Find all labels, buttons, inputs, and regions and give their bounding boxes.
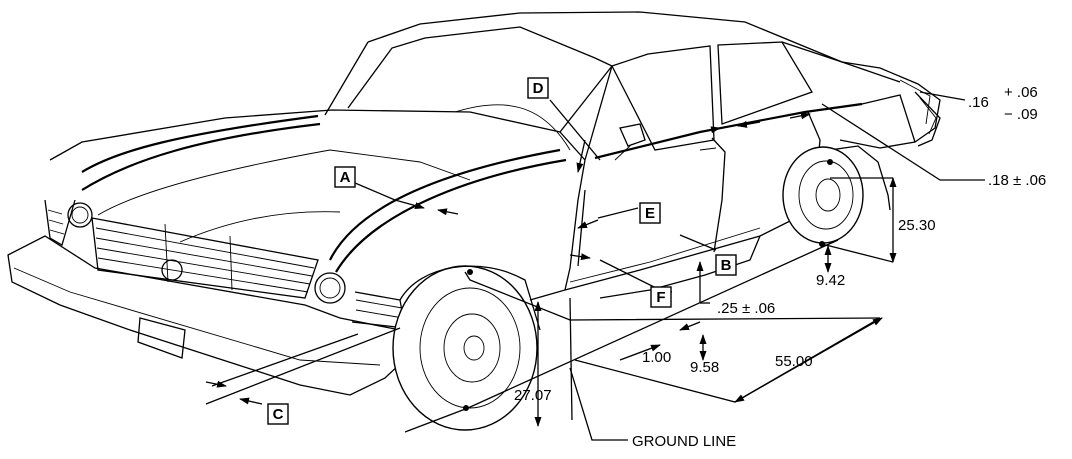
dimension-lines	[205, 91, 985, 441]
door-gap-dimension: .18 ± .06	[988, 172, 1046, 189]
rear-wheel	[782, 146, 864, 244]
callout-a: A	[334, 166, 356, 188]
callout-c: C	[267, 403, 289, 425]
front-wheel	[392, 265, 541, 431]
callout-c-label: C	[273, 406, 284, 423]
callout-b-label: B	[721, 257, 732, 274]
callout-e: E	[639, 202, 661, 224]
rear-gap-plus: + .06	[1004, 84, 1038, 101]
callout-a-label: A	[340, 169, 351, 186]
rear-wheel-height-dimension: 25.30	[898, 217, 936, 234]
callout-d-label: D	[533, 80, 544, 97]
callout-b: B	[715, 254, 737, 276]
rear-gap-base: .16	[968, 94, 989, 111]
rear-gap-minus: − .09	[1004, 106, 1038, 123]
ground-line-label: GROUND LINE	[632, 433, 736, 450]
front-offset-dimension: 1.00	[642, 349, 671, 366]
body-length-dimension: 55.00	[775, 353, 813, 370]
rear-overhang-dimension: 9.42	[816, 272, 845, 289]
callout-f-label: F	[656, 289, 665, 306]
car-body	[7, 11, 941, 396]
rocker-gap-dimension: .25 ± .06	[717, 300, 775, 317]
callout-d: D	[527, 77, 549, 99]
callout-f: F	[650, 286, 672, 308]
front-wheel-height-dimension: 27.07	[514, 387, 552, 404]
front-rocker-height-dimension: 9.58	[690, 359, 719, 376]
callout-e-label: E	[645, 205, 655, 222]
